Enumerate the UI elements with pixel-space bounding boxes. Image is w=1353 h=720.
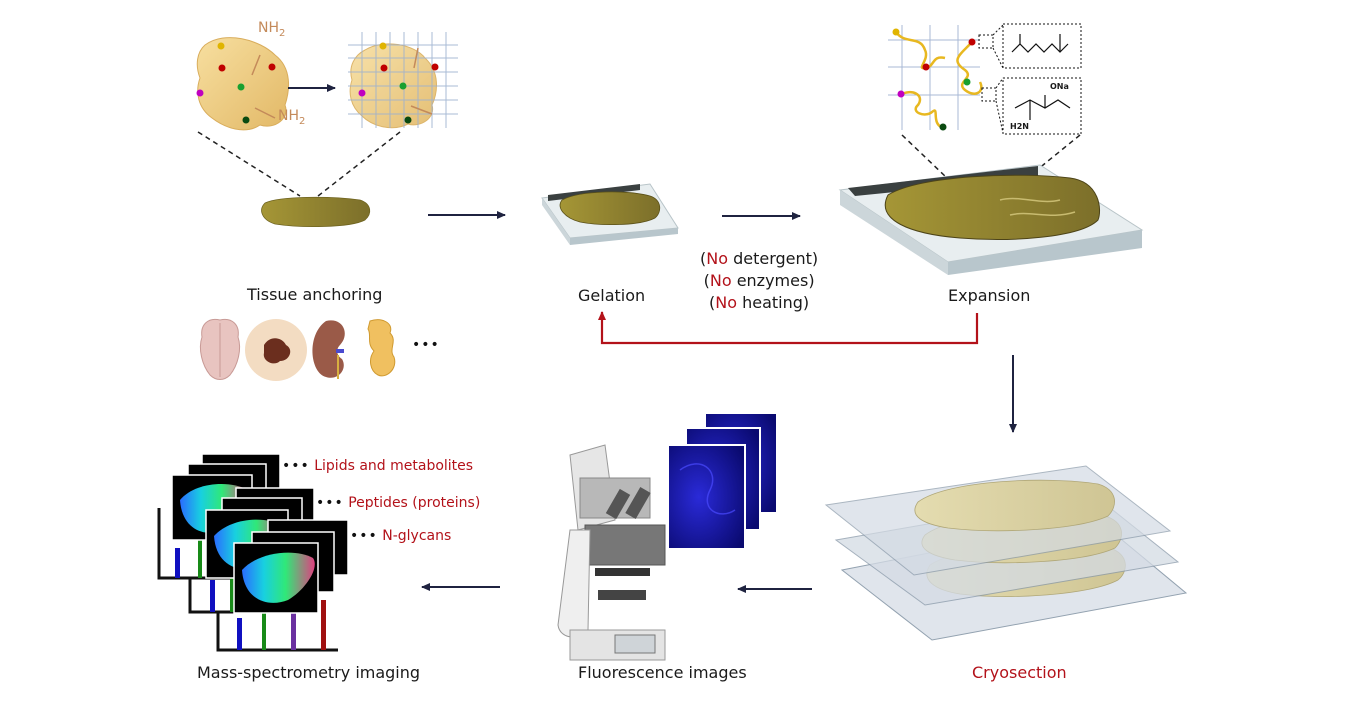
gelation-slab [541, 183, 679, 245]
conditions-list: (No detergent) (No enzymes) (No heating) [700, 248, 818, 314]
kidney-icon [312, 320, 345, 379]
nh2-label-bottom: NH2 [278, 108, 305, 127]
ms-leader-dots: ••• [282, 458, 310, 474]
ms-layer-label: Lipids and metabolites [314, 458, 474, 474]
nh2-subscript: 2 [279, 27, 286, 39]
step-label-gelation: Gelation [578, 286, 646, 305]
condition-text: detergent) [728, 249, 819, 268]
marker-dot-darkgreen [242, 116, 250, 124]
fluorescence-image-stack [667, 412, 778, 550]
condition-negation: No [709, 271, 732, 290]
nh2-text: NH [258, 20, 279, 36]
ms-layer-nglycans: ••• N-glycans [350, 528, 451, 544]
step-label-mass-spec: Mass-spectrometry imaging [197, 663, 421, 682]
microscope-illustration [557, 444, 666, 661]
marker-dot-green [237, 83, 245, 91]
ms-layer-label: N-glycans [382, 528, 452, 544]
zoom-line [317, 131, 401, 197]
crosslinker-structure-box [1002, 23, 1082, 69]
condition-negation: No [715, 293, 738, 312]
expansion-slab [838, 164, 1144, 275]
nh2-bond-top [251, 54, 261, 76]
nh2-bond-bottom [254, 107, 276, 119]
hydrogel-network [888, 23, 1082, 135]
paren: ( [709, 293, 716, 312]
marker-dot-magenta [196, 89, 204, 97]
step-label-cryosection: Cryosection [972, 663, 1067, 682]
nh2-subscript: 2 [299, 115, 306, 127]
tissue-slice [261, 196, 371, 228]
step-label-expansion: Expansion [948, 286, 1031, 305]
nh2-label-top: NH2 [258, 20, 285, 39]
chem-h2n-label: H2N [1010, 122, 1029, 131]
chem-ona-label: ONa [1050, 82, 1069, 91]
step-label-fluorescence: Fluorescence images [578, 663, 747, 682]
condition-item: (No heating) [700, 292, 818, 314]
cryosection-stack [824, 465, 1188, 641]
anchored-protein-illustration [348, 32, 458, 129]
step-label-tissue-anchoring: Tissue anchoring [247, 285, 383, 304]
ms-layer-peptides: ••• Peptides (proteins) [316, 495, 480, 511]
ms-layer-label: Peptides (proteins) [348, 495, 481, 511]
mass-spec-stack [157, 453, 349, 652]
paren: ( [700, 249, 707, 268]
marker-dot-red [218, 64, 226, 72]
condition-item: (No enzymes) [700, 270, 818, 292]
nh2-text: NH [278, 108, 299, 124]
marker-dot-red [268, 63, 276, 71]
condition-text: enzymes) [731, 271, 815, 290]
protein-illustration [196, 37, 290, 131]
marker-dot-yellow [217, 42, 225, 50]
repeat-cycle-arrow [598, 311, 979, 345]
ms-leader-dots: ••• [350, 528, 378, 544]
condition-item: (No detergent) [700, 248, 818, 270]
condition-negation: No [706, 249, 729, 268]
zoom-line [197, 131, 301, 197]
ms-layer-lipids: ••• Lipids and metabolites [282, 458, 473, 474]
intestine-icon [367, 319, 396, 377]
condition-text: heating) [737, 293, 810, 312]
brain-icon [199, 318, 241, 380]
ms-leader-dots: ••• [316, 495, 344, 511]
organ-icons: ••• [198, 315, 458, 383]
paren: ( [703, 271, 710, 290]
tumor-icon [245, 319, 307, 381]
more-organs-ellipsis: ••• [412, 337, 440, 353]
